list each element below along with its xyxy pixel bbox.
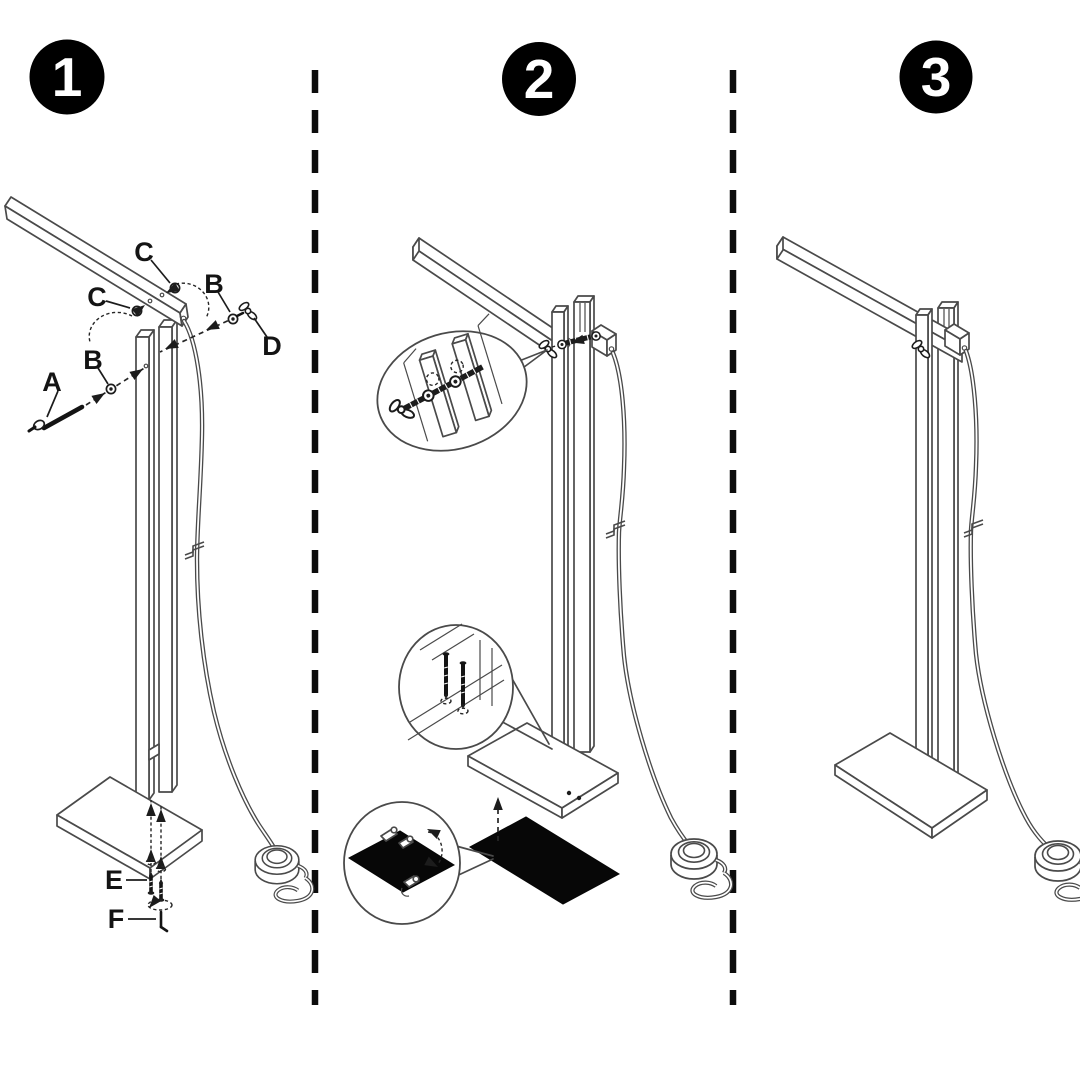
step-1-panel: 1 bbox=[4, 39, 315, 934]
step-2-badge-circle bbox=[502, 42, 576, 116]
part-label-a: A bbox=[42, 367, 62, 397]
part-labels-step1: C C B D A B E F bbox=[42, 237, 282, 934]
base-screw-callout bbox=[398, 623, 553, 750]
lamp-base-step3 bbox=[834, 732, 988, 839]
screws-e-icon bbox=[147, 871, 165, 902]
washer-b-left-icon bbox=[105, 383, 117, 395]
power-cord-step1 bbox=[181, 318, 276, 849]
step-2-number: 2 bbox=[524, 48, 555, 110]
lamp-pole-step1 bbox=[135, 319, 178, 801]
washers-c bbox=[88, 282, 210, 343]
lamp-arm-step3 bbox=[776, 236, 969, 363]
foot-switch-step3 bbox=[1035, 841, 1080, 900]
part-label-c-left: C bbox=[87, 282, 107, 312]
foot-switch-step2 bbox=[671, 839, 731, 898]
allen-key-a-icon bbox=[27, 404, 85, 433]
cable-clip-icon bbox=[605, 520, 626, 539]
step-3-number: 3 bbox=[921, 46, 952, 108]
power-cord-step2 bbox=[605, 350, 692, 848]
step-1-badge: 1 bbox=[29, 39, 105, 115]
lamp-base-step2 bbox=[467, 722, 619, 819]
screw-guides-step1 bbox=[145, 800, 167, 879]
part-label-b-right: B bbox=[204, 269, 224, 299]
wing-bolt-d-icon bbox=[235, 300, 259, 322]
cable-clip-icon bbox=[184, 541, 205, 560]
step-3-badge-circle bbox=[899, 40, 973, 114]
step-2-badge: 2 bbox=[502, 42, 576, 116]
lamp-base-step1 bbox=[56, 776, 203, 880]
screws-detail-icon bbox=[440, 652, 469, 715]
step-2-panel: 2 bbox=[343, 42, 731, 925]
step-1-badge-circle bbox=[29, 39, 105, 115]
lamp-pole-step2 bbox=[573, 295, 595, 753]
step-3-panel: 3 bbox=[776, 40, 1080, 900]
lamp-arm-step1 bbox=[4, 196, 189, 327]
joint-detail-callout bbox=[376, 313, 548, 452]
allen-key-f-icon bbox=[145, 894, 173, 933]
part-label-b-left: B bbox=[83, 345, 103, 375]
lamp-pole-front-step3 bbox=[915, 308, 933, 799]
joint-bolt-step2 bbox=[537, 331, 601, 360]
arm-end-box-step3 bbox=[944, 323, 970, 356]
part-label-c-top: C bbox=[134, 237, 154, 267]
part-label-e: E bbox=[105, 865, 123, 895]
lamp-pole-step3 bbox=[937, 301, 959, 791]
power-cord-step3 bbox=[963, 348, 1055, 853]
part-label-d: D bbox=[262, 331, 282, 361]
bolt-trajectory-left bbox=[85, 364, 147, 406]
adhesive-liner-icon bbox=[380, 826, 420, 897]
bolt-trajectory-right bbox=[159, 300, 259, 354]
step-1-number: 1 bbox=[52, 46, 83, 108]
step-3-badge: 3 bbox=[899, 40, 973, 114]
pad-peel-callout bbox=[343, 801, 494, 925]
lamp-pole-front-step2 bbox=[551, 305, 569, 761]
foot-switch-step1 bbox=[253, 843, 315, 904]
part-label-f: F bbox=[108, 904, 125, 934]
felt-pad bbox=[468, 797, 621, 905]
